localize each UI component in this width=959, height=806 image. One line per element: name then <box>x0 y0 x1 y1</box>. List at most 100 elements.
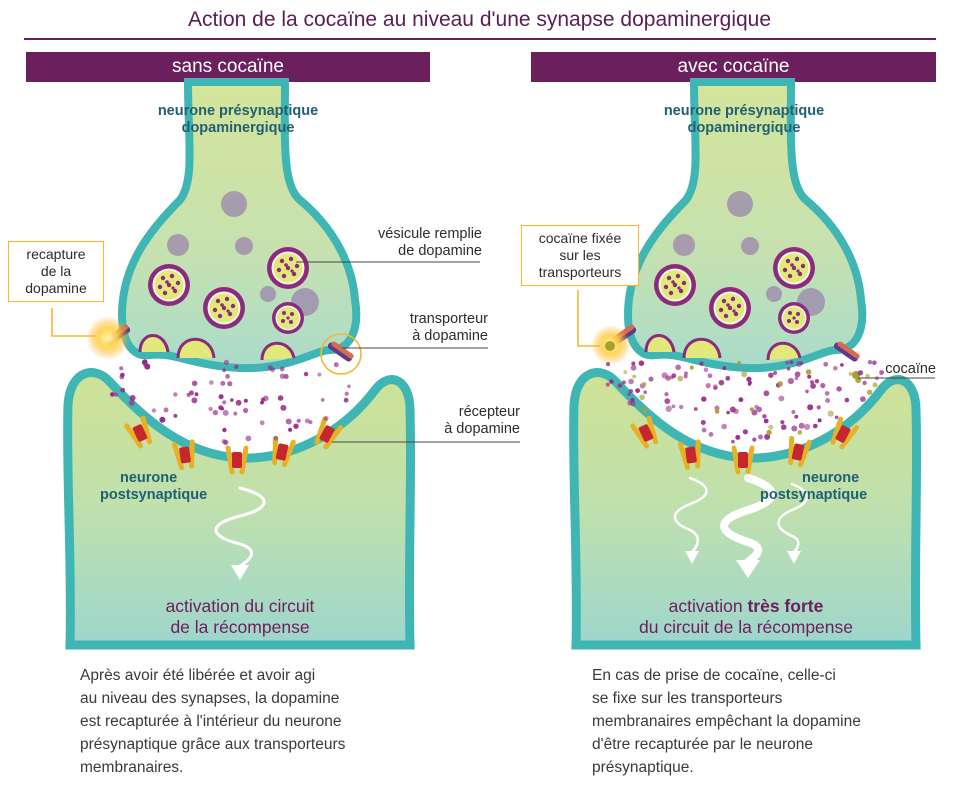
dopamine-molecule <box>661 372 668 379</box>
cocaine-molecule <box>777 381 784 387</box>
cocaine-molecule <box>827 410 834 417</box>
dopamine-molecule <box>791 409 796 415</box>
dopamine-molecule <box>191 380 198 387</box>
dopamine-molecule <box>780 424 787 431</box>
dopamine-molecule <box>605 362 611 367</box>
dopamine-molecule <box>235 399 242 406</box>
dopamine-molecule <box>780 420 785 425</box>
dopamine-molecule <box>296 418 301 423</box>
dopamine-molecule <box>787 378 795 385</box>
dopamine-molecule <box>785 360 789 365</box>
dopamine-molecule <box>671 373 677 379</box>
dopamine-molecule <box>798 422 805 429</box>
cocaine-molecule <box>714 409 720 414</box>
dopamine-molecule <box>778 395 785 402</box>
dopamine-molecule <box>733 408 739 414</box>
dopamine-molecule <box>814 379 820 384</box>
dopamine-molecule <box>222 409 229 416</box>
dopamine-molecule <box>317 372 322 377</box>
dopamine-molecule <box>225 374 231 379</box>
dopamine-molecule <box>288 427 293 432</box>
dopamine-molecule <box>621 380 626 385</box>
dopamine-molecule <box>212 409 219 416</box>
dopamine-molecule <box>627 392 631 397</box>
cocaine-molecule <box>623 370 628 375</box>
dopamine-molecule <box>230 398 234 402</box>
dopamine-molecule <box>173 392 178 397</box>
dopamine-molecule <box>643 390 648 395</box>
cocaine-molecule <box>805 369 812 375</box>
dopamine-molecule <box>245 435 252 442</box>
dopamine-molecule <box>671 404 676 409</box>
cocaine-molecule <box>866 389 873 395</box>
dopamine-molecule <box>805 389 809 394</box>
banner-with-cocaine: avec cocaïne <box>531 52 936 82</box>
cocaine-molecule <box>872 382 878 388</box>
dopamine-molecule <box>191 397 198 404</box>
right-vesicle <box>654 264 696 306</box>
right-vesicle <box>773 247 815 289</box>
right-vesicle <box>778 302 810 334</box>
dopamine-molecule <box>679 404 684 410</box>
dopamine-molecule <box>259 420 265 426</box>
dopamine-molecule <box>323 416 329 421</box>
dopamine-molecule <box>163 407 169 413</box>
dopamine-molecule <box>857 370 864 376</box>
dopamine-molecule <box>218 394 224 400</box>
dopamine-molecule <box>705 383 711 389</box>
dopamine-molecule <box>304 418 310 424</box>
dopamine-molecule <box>617 383 623 388</box>
dopamine-molecule <box>188 390 194 396</box>
dopamine-molecule <box>293 423 299 429</box>
dopamine-molecule <box>343 397 349 403</box>
dopamine-molecule <box>762 414 767 419</box>
dopamine-molecule <box>220 380 226 386</box>
cocaine-molecule <box>639 394 645 401</box>
dopamine-molecule <box>791 425 798 432</box>
cocaine-molecule <box>855 377 862 384</box>
dopamine-molecule <box>754 404 759 410</box>
dopamine-molecule <box>159 416 166 423</box>
dopamine-molecule <box>807 374 812 379</box>
dopamine-molecule <box>833 366 838 371</box>
dopamine-molecule <box>794 371 801 378</box>
dopamine-molecule <box>836 386 842 392</box>
dopamine-molecule <box>208 406 213 412</box>
dopamine-molecule <box>320 398 325 402</box>
dopamine-molecule <box>628 378 634 385</box>
dopamine-molecule <box>708 432 714 437</box>
page-title: Action de la cocaïne au niveau d'une syn… <box>187 8 772 31</box>
dopamine-molecule <box>844 397 850 403</box>
dopamine-molecule <box>867 360 873 365</box>
cocaine-molecule <box>768 424 774 430</box>
dopamine-molecule <box>816 405 821 410</box>
dopamine-molecule <box>789 360 794 365</box>
dopamine-molecule <box>627 400 632 406</box>
dopamine-molecule <box>243 398 248 403</box>
dopamine-molecule <box>630 364 637 371</box>
dopamine-molecule <box>764 433 771 440</box>
dopamine-molecule <box>262 395 269 402</box>
cocaine-molecule <box>689 365 694 370</box>
cocaine-molecule <box>632 374 637 379</box>
dopamine-molecule <box>260 400 264 405</box>
cocaine-molecule <box>641 407 648 414</box>
dopamine-molecule <box>794 414 799 419</box>
right-cocaine-label: cocaïne <box>885 361 936 377</box>
dopamine-molecule <box>303 371 309 377</box>
dopamine-molecule <box>279 366 285 372</box>
cocaine-molecule <box>741 371 748 378</box>
dopamine-molecule <box>333 362 339 368</box>
dopamine-molecule <box>631 361 636 366</box>
cocaine-molecule <box>749 407 754 412</box>
cocaine-molecule <box>641 381 647 387</box>
dopamine-molecule <box>648 376 654 382</box>
dopamine-molecule <box>746 376 752 382</box>
dopamine-molecule <box>120 372 125 378</box>
dopamine-molecule <box>129 395 136 401</box>
title-divider <box>24 38 936 40</box>
